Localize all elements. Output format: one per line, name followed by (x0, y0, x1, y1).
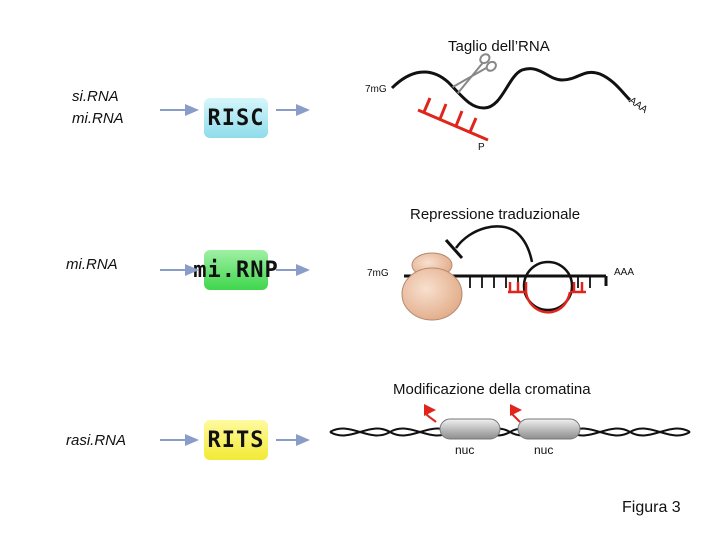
row1-input-mirna: mi.RNA (72, 110, 124, 127)
ribosome (401, 252, 463, 321)
figure-label: Figura 3 (622, 499, 681, 516)
row2-mirna-strand (508, 282, 586, 314)
histone-flag-2 (510, 404, 522, 423)
histone-flag-1 (424, 404, 437, 423)
risc-complex: RISC (204, 98, 268, 138)
nucleosome-2 (517, 418, 581, 440)
svg-text:P: P (478, 142, 485, 153)
row2-cap-label: 7mG (367, 268, 389, 279)
process-heading-chromatin: Modificazione della cromatina (393, 381, 591, 398)
process-heading-repression: Repressione traduzionale (410, 206, 581, 223)
row3-input-rasirna: rasi.RNA (66, 432, 127, 449)
dna-double-helix (329, 427, 691, 437)
scissors-icon (452, 53, 497, 94)
row2-inhibition-arc (444, 225, 534, 263)
row1-mrna (390, 67, 632, 110)
rits-complex: RITS (204, 420, 268, 460)
process-heading-cleavage: Taglio dell’RNA (448, 38, 550, 55)
nucleosome-label-1: nuc (455, 443, 475, 457)
row1-input-sirna: si.RNA (72, 88, 119, 105)
row1-cap-label: 7mG (365, 84, 387, 95)
row2-polya-label: AAA (614, 267, 635, 278)
row2-mirnp-ring (522, 260, 574, 312)
nucleosome-label-2: nuc (534, 443, 554, 457)
row2-input-mirna: mi.RNA (66, 256, 118, 273)
nucleosome-1 (439, 418, 501, 440)
mirnp-complex: mi.RNP (193, 250, 278, 290)
row1-sirna-guide: P (417, 97, 489, 153)
